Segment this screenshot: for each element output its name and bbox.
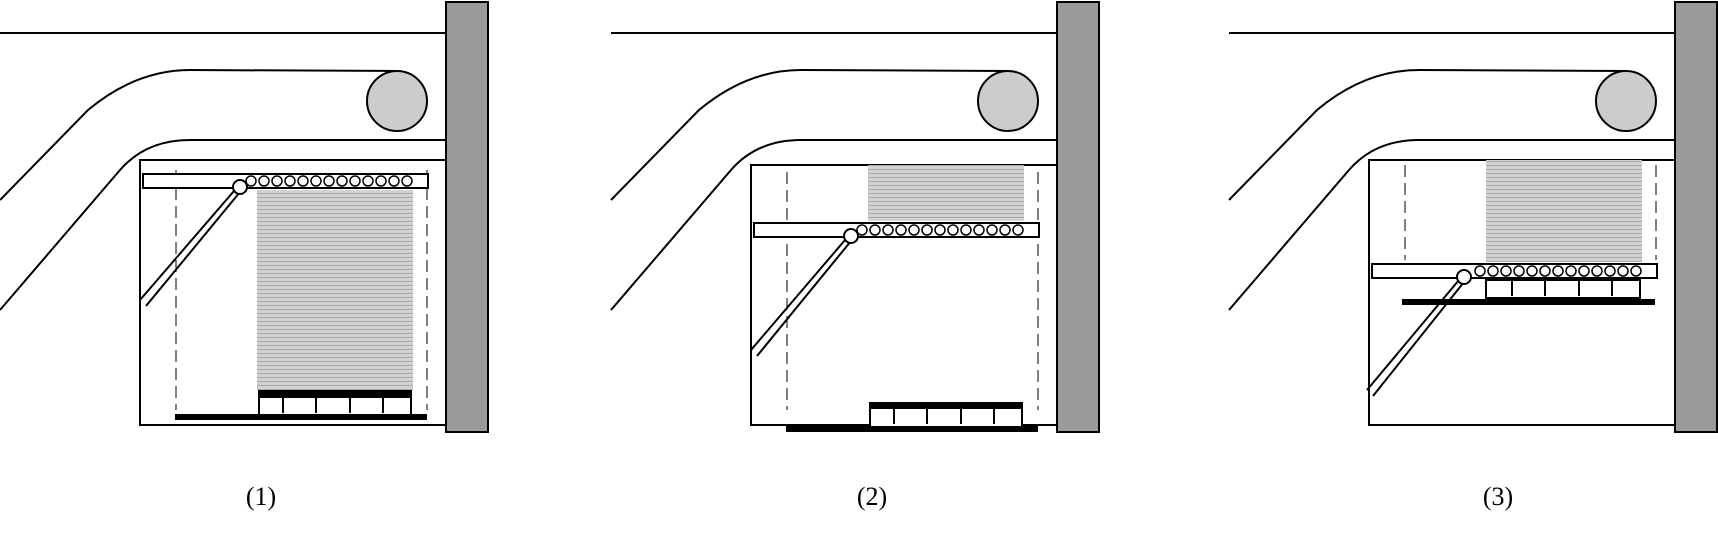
- link-arm-a: [750, 232, 852, 351]
- pivot-joint: [1456, 269, 1472, 285]
- pallet-slats: [893, 409, 995, 424]
- panel-label-1: (1): [246, 482, 276, 511]
- inner-track: [0, 139, 446, 311]
- link-arm-b: [1372, 281, 1465, 397]
- drum-roller: [366, 70, 428, 132]
- panel-2: [610, 1, 1100, 433]
- pallet-top-board: [259, 391, 411, 398]
- outer-track: [1228, 68, 1627, 201]
- drum-roller: [1595, 70, 1657, 132]
- pivot-joint: [843, 228, 859, 244]
- base-platform: [786, 426, 1038, 432]
- stored-material: [868, 165, 1024, 221]
- link-arm-a: [139, 183, 241, 301]
- wall: [1674, 1, 1718, 433]
- pallet: [1485, 279, 1641, 299]
- roller-chain: [1474, 265, 1642, 277]
- drum-roller: [977, 70, 1039, 132]
- outer-track: [610, 68, 1009, 201]
- panel-3: [1228, 1, 1718, 433]
- panel-label-2: (2): [857, 482, 887, 511]
- panel-1: [0, 1, 489, 433]
- wall: [1056, 1, 1100, 433]
- outer-track: [0, 68, 398, 201]
- pallet-slats: [282, 398, 384, 413]
- stored-material: [257, 190, 413, 390]
- link-arm-a: [1366, 273, 1465, 391]
- pallet-slats: [1511, 280, 1613, 296]
- roller-chain: [245, 175, 413, 187]
- pivot-joint: [232, 179, 248, 195]
- inner-track: [1228, 139, 1675, 311]
- wall: [445, 1, 489, 433]
- link-arm-b: [145, 191, 241, 307]
- stored-material: [1486, 160, 1642, 262]
- link-arm-b: [756, 240, 852, 357]
- pallet-top-board: [870, 403, 1022, 409]
- roller-chain: [856, 224, 1024, 236]
- frame: [139, 159, 447, 426]
- base-platform: [1402, 299, 1655, 305]
- base-platform: [175, 414, 427, 420]
- panel-label-3: (3): [1483, 482, 1513, 511]
- inner-track: [610, 139, 1057, 311]
